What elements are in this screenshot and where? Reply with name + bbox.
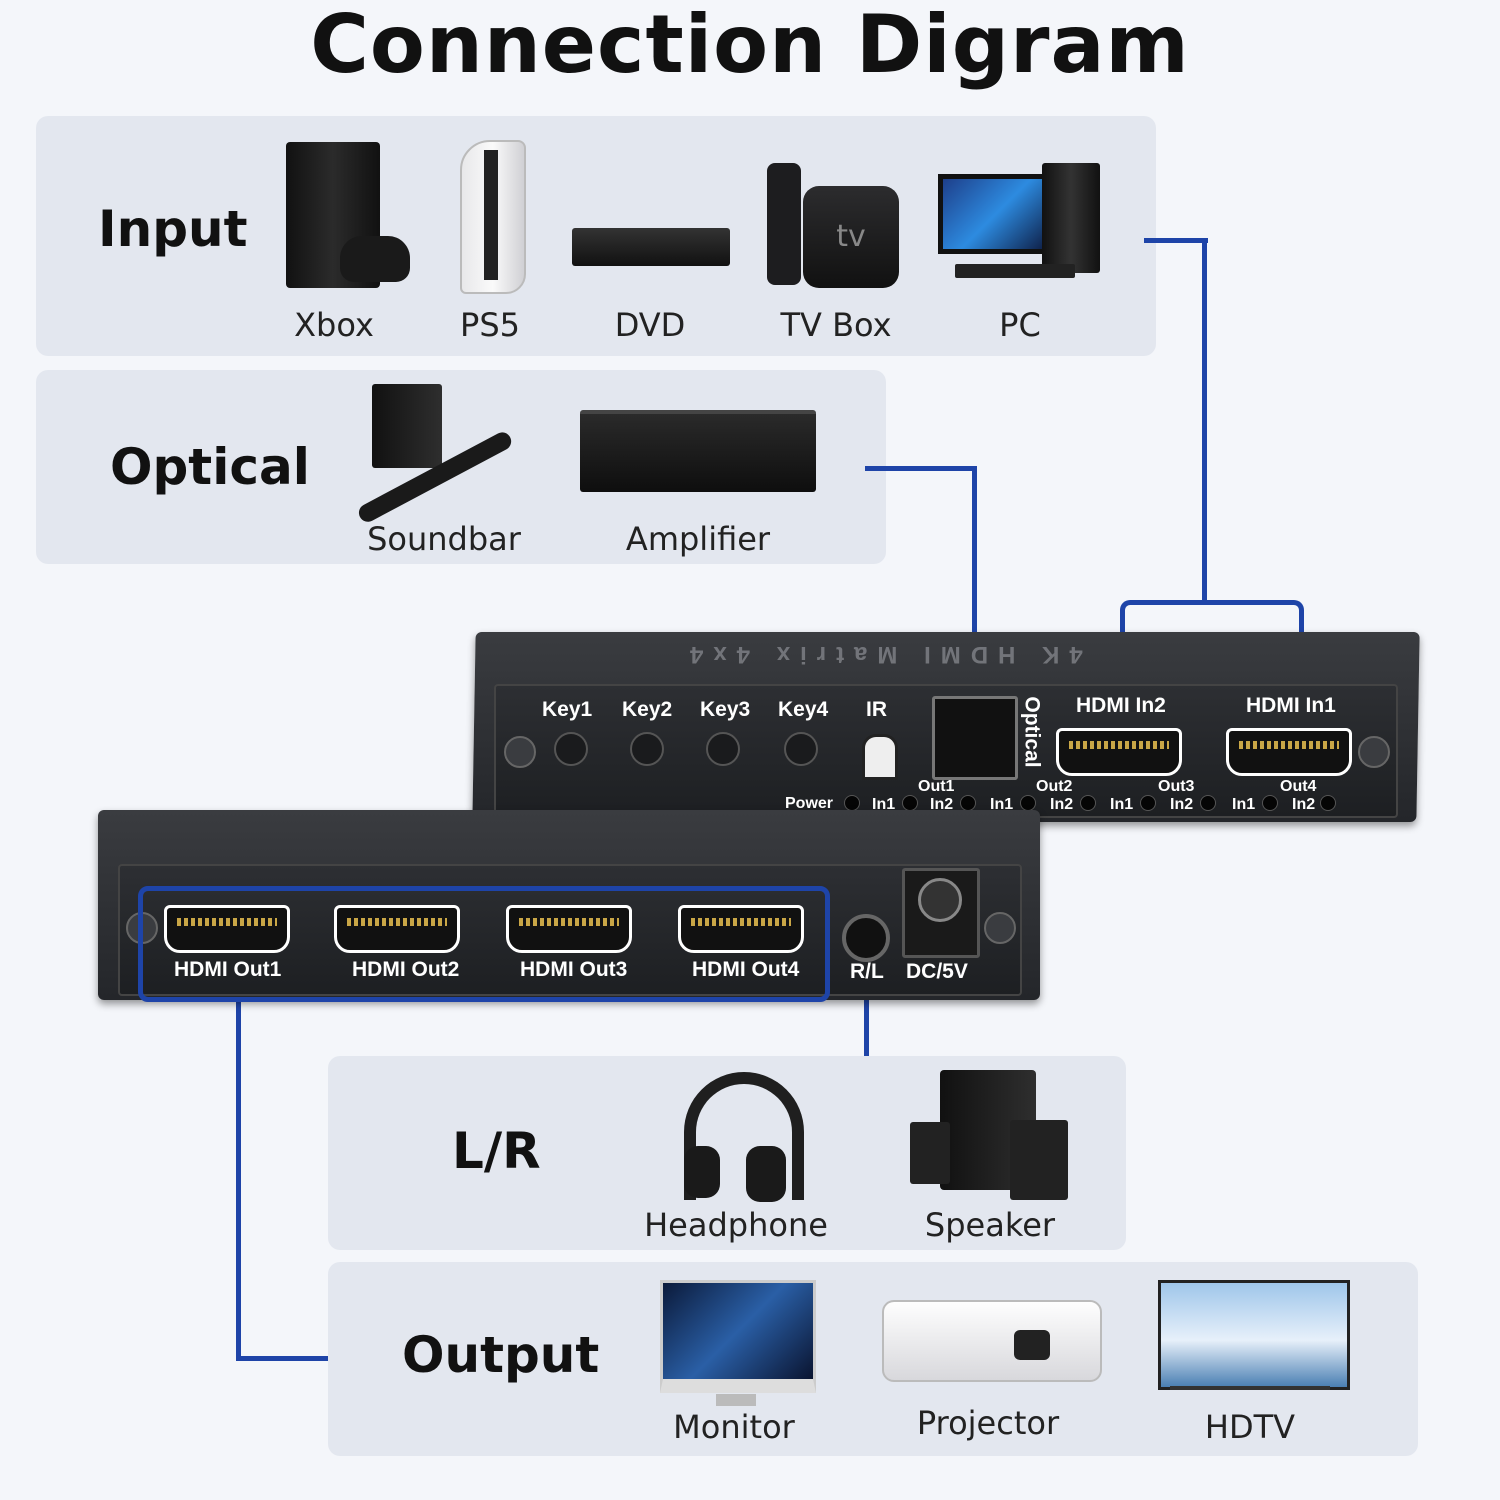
device-label-dvd: DVD [614,306,686,344]
controller-icon [340,236,410,282]
hdmi-out3-label: HDMI Out3 [520,958,628,981]
out2-in2-label: In2 [1050,796,1074,813]
out2-in2-led [1080,795,1096,811]
key1-button[interactable] [554,732,588,766]
pc-connection-line [1144,238,1208,243]
out3-in1-label: In1 [1110,796,1134,813]
out3-in2-label: In2 [1170,796,1194,813]
subwoofer-icon [372,384,442,468]
out4-in2-label: In2 [1292,796,1316,813]
hdmi-in1-port [1226,728,1352,776]
out1-in2-led [960,795,976,811]
hdmi-out1-label: HDMI Out1 [174,958,282,981]
headphone-cup-icon [684,1146,720,1198]
hdmi-out-highlight [138,886,830,1002]
speaker-right-icon [1010,1120,1068,1200]
key2-label: Key2 [622,698,673,721]
out2-in1-label: In1 [990,796,1014,813]
device-label-soundbar: Soundbar [367,520,521,558]
optical-port-label: Optical [1020,696,1044,768]
device-label-hdtv: HDTV [1204,1408,1296,1446]
output-connection-line-vertical [236,995,241,1360]
device-label-speaker: Speaker [924,1206,1056,1244]
audio-jack-label: R/L [850,960,884,983]
device-label-xbox: Xbox [294,306,374,344]
projector-lens-icon [1014,1330,1050,1360]
device-label-pc: PC [999,306,1041,344]
out1-group-label: Out1 [918,778,955,795]
optical-label: Optical [110,438,310,496]
audio-jack-port [842,914,890,962]
out2-in1-led [1020,795,1036,811]
output-label: Output [402,1326,600,1384]
out1-in1-label: In1 [872,796,896,813]
hdtv-stand-icon [1170,1386,1330,1390]
device-label-headphone: Headphone [644,1206,828,1244]
optical-port [932,696,1018,780]
key2-button[interactable] [630,732,664,766]
out4-in2-led [1320,795,1336,811]
amplifier-icon [580,410,816,492]
out4-in1-label: In1 [1232,796,1256,813]
hdmi-out2-label: HDMI Out2 [352,958,460,981]
out1-in2-label: In2 [930,796,954,813]
hdtv-icon [1158,1280,1350,1390]
dvd-player-icon [572,228,730,266]
hdmi-out4-port [678,905,804,953]
tv-box-icon: tv [803,186,899,288]
device-label-amplifier: Amplifier [625,520,771,558]
key4-button[interactable] [784,732,818,766]
pc-monitor-icon [938,174,1054,254]
dc-power-label: DC/5V [906,960,968,983]
out3-in1-led [1140,795,1156,811]
diagram-title: Connection Digram [310,0,1190,91]
optical-connection-line [865,466,977,471]
key4-label: Key4 [778,698,829,721]
key3-label: Key3 [700,698,751,721]
out2-group-label: Out2 [1036,778,1073,795]
back-unit-top-text: 4K HDMI Matrix 4x4 [680,641,1083,668]
screw-icon [984,912,1016,944]
ir-label: IR [866,698,887,721]
audio-connection-line [864,990,869,1112]
ps5-core-icon [484,150,498,280]
key3-button[interactable] [706,732,740,766]
hdmi-in2-port [1056,728,1182,776]
key1-label: Key1 [542,698,593,721]
hdmi-out1-port [164,905,290,953]
dc-power-socket-icon [918,878,962,922]
out3-in2-led [1200,795,1216,811]
monitor-icon [660,1280,816,1393]
speaker-left-icon [910,1122,950,1184]
device-label-monitor: Monitor [673,1408,795,1446]
device-label-projector: Projector [916,1404,1060,1442]
remote-icon [767,163,801,285]
hdmi-out3-port [506,905,632,953]
hdmi-out2-port [334,905,460,953]
out4-in1-led [1262,795,1278,811]
monitor-stand-icon [716,1394,756,1406]
pc-connection-line-vertical [1202,238,1207,602]
device-label-ps5: PS5 [460,306,520,344]
pc-tower-icon [1042,163,1100,273]
out4-group-label: Out4 [1280,778,1317,795]
power-led [844,795,860,811]
input-label: Input [98,200,248,258]
keyboard-icon [955,264,1075,278]
hdmi-in1-label: HDMI In1 [1246,694,1336,717]
hdmi-out4-label: HDMI Out4 [692,958,800,981]
power-led-label: Power [785,795,834,812]
screw-icon [1358,736,1390,768]
ir-receiver-icon [862,734,898,780]
hdmi-in2-label: HDMI In2 [1076,694,1166,717]
output-connection-line [236,1356,358,1361]
projector-icon [882,1300,1102,1382]
screw-icon [504,736,536,768]
out3-group-label: Out3 [1158,778,1195,795]
lr-label: L/R [452,1122,541,1180]
headphone-cup-icon [746,1146,786,1202]
out1-in1-led [902,795,918,811]
optical-connection-line-vertical [972,466,977,692]
device-label-tv-box: TV Box [780,306,892,344]
